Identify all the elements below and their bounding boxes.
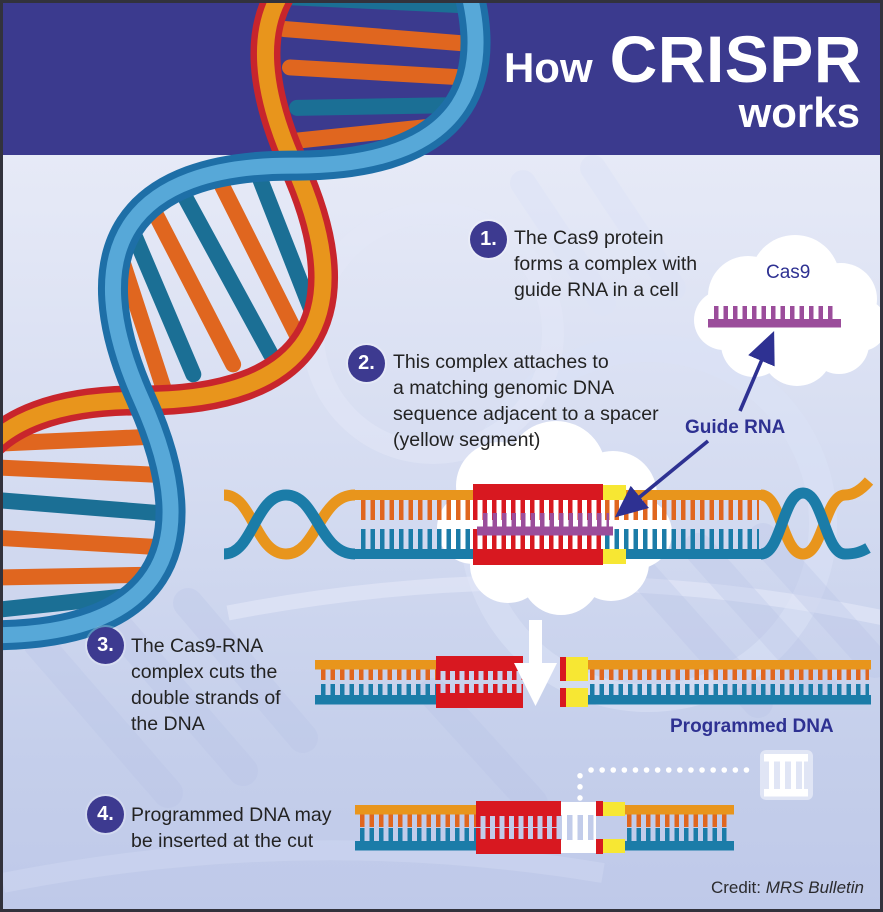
step-2-line: This complex attaches to <box>393 351 609 373</box>
step-1-line: forms a complex with <box>514 253 698 275</box>
credit-source: MRS Bulletin <box>765 878 864 897</box>
step-2-line: sequence adjacent to a spacer <box>393 403 659 425</box>
diagram-artwork <box>3 3 880 893</box>
repaired-dna-strand <box>355 801 734 854</box>
cas9-label: Cas9 <box>766 262 811 283</box>
programmed-dna-fragment-icon <box>760 750 813 800</box>
title-works: works <box>738 89 860 136</box>
genomic-dna-strand <box>223 477 874 565</box>
step-3-badge: 3. <box>87 627 124 664</box>
step-1-line: The Cas9 protein <box>514 227 664 249</box>
guide-rna-label: Guide RNA <box>685 417 786 438</box>
cut-site-down-arrow-icon <box>514 620 557 706</box>
step-4-line: be inserted at the cut <box>131 830 314 852</box>
step-3-line: the DNA <box>131 713 205 735</box>
step-1-text: The Cas9 protein forms a complex with gu… <box>514 225 697 303</box>
bound-guide-rna-comb-icon <box>477 513 613 536</box>
page-title: How CRISPR works <box>504 21 862 137</box>
step-3-line: The Cas9-RNA <box>131 635 264 657</box>
step-4-badge: 4. <box>87 796 124 833</box>
credit-line: Credit: MRS Bulletin <box>711 878 864 898</box>
step-3-line: double strands of <box>131 687 281 709</box>
programmed-dna-label: Programmed DNA <box>670 716 834 737</box>
step-2-line: (yellow segment) <box>393 429 541 451</box>
step-3-text: The Cas9-RNA complex cuts the double str… <box>131 633 281 737</box>
step-2-badge: 2. <box>348 345 385 382</box>
title-how: How <box>503 44 593 91</box>
credit-prefix: Credit: <box>710 878 766 897</box>
step-1-badge: 1. <box>470 221 507 258</box>
title-crispr: CRISPR <box>609 22 862 96</box>
dotted-insert-path-icon <box>577 766 758 801</box>
step-3-line: complex cuts the <box>131 661 278 683</box>
step-4-text: Programmed DNA may be inserted at the cu… <box>131 802 331 854</box>
decorative-dna-helix-illustration <box>3 3 491 651</box>
step-2-text: This complex attaches to a matching geno… <box>393 349 659 453</box>
guide-rna-arrow-icon <box>614 331 775 518</box>
cut-dna-strand <box>315 656 871 708</box>
guide-rna-comb-icon <box>708 306 841 328</box>
step-4-line: Programmed DNA may <box>131 804 332 826</box>
step-1-line: guide RNA in a cell <box>514 279 679 301</box>
step-2-line: a matching genomic DNA <box>393 377 615 399</box>
